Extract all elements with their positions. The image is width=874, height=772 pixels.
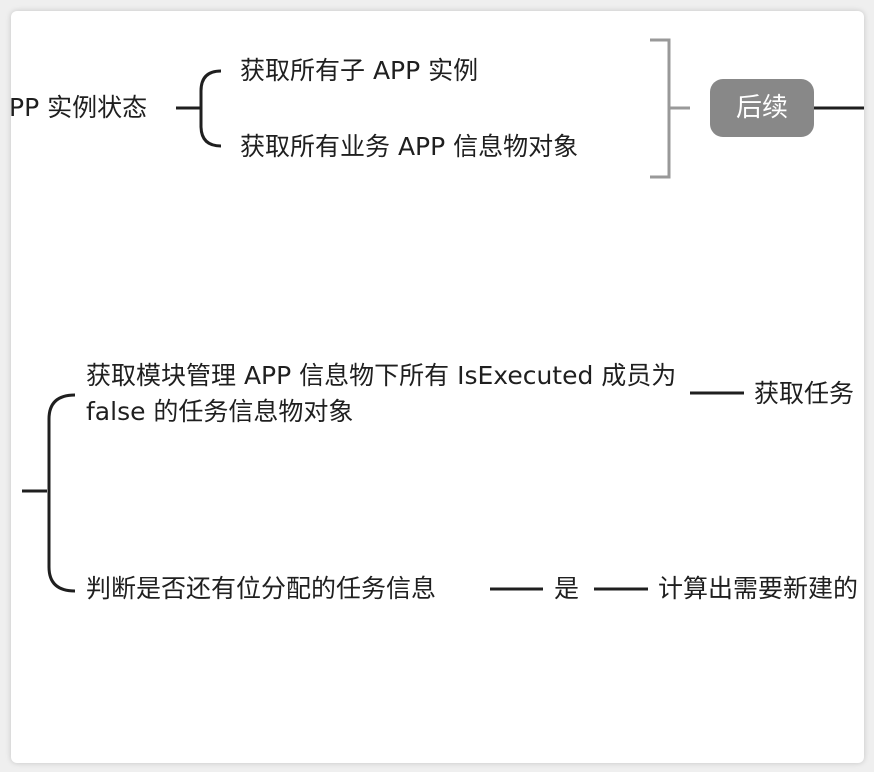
node-get-child-app-instances[interactable]: 获取所有子 APP 实例 <box>240 56 479 85</box>
node-followup[interactable]: 后续 <box>710 79 814 137</box>
mind-map-canvas: PP 实例状态 获取所有子 APP 实例 获取所有业务 APP 信息物对象 后续… <box>11 11 864 763</box>
summary-bracket <box>650 38 671 179</box>
connector-lines <box>22 38 864 593</box>
node-get-business-app-info[interactable]: 获取所有业务 APP 信息物对象 <box>240 132 579 161</box>
node-get-tasks-partial[interactable]: 获取任务 <box>754 379 855 408</box>
node-check-unassigned[interactable]: 判断是否还有位分配的任务信息 <box>86 574 437 603</box>
node-get-unexecuted-tasks[interactable]: 获取模块管理 APP 信息物下所有 IsExecuted 成员为 false 的… <box>86 361 677 426</box>
node-yes[interactable]: 是 <box>554 574 580 603</box>
node-app-instance-state[interactable]: PP 实例状态 <box>11 93 148 122</box>
curly-bracket-top <box>199 69 222 148</box>
curly-bracket-lower <box>47 393 76 593</box>
node-calc-new-partial[interactable]: 计算出需要新建的 <box>658 574 859 603</box>
